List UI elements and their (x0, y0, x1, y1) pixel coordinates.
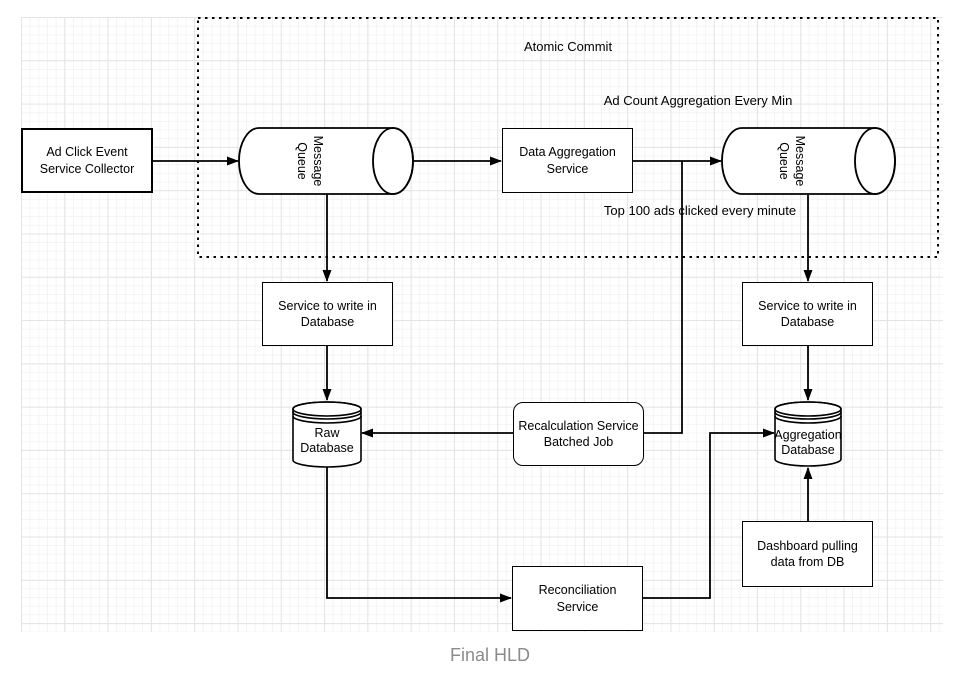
node-label: Service to write in Database (758, 298, 857, 330)
raw-database-cylinder (292, 401, 362, 468)
node-label: Raw Database (300, 425, 354, 455)
atomic-commit-label: Atomic Commit (523, 39, 613, 54)
edge-branch-to-recalculation (644, 161, 683, 434)
node-reconciliation-service: Reconciliation Service (512, 566, 643, 631)
node-label: Message Queue (777, 135, 808, 187)
node-service-to-write-in-database-left: Service to write in Database (262, 282, 393, 346)
node-label: Aggregation Database (774, 427, 842, 457)
node-aggregation-database-label: Aggregation Database (758, 421, 858, 465)
top-100-ads-note: Top 100 ads clicked every minute (603, 203, 797, 218)
node-label: Ad Click Event Service Collector (39, 145, 135, 176)
node-dashboard-pulling-data-from-db: Dashboard pulling data from DB (742, 521, 873, 587)
edge-rawdb-to-reconciliation (326, 467, 512, 603)
ad-count-aggregation-note: Ad Count Aggregation Every Min (603, 93, 793, 108)
node-label: Reconciliation Service (538, 583, 617, 614)
node-service-to-write-in-database-right: Service to write in Database (742, 282, 873, 346)
node-label: Dashboard pulling data from DB (757, 538, 858, 570)
edge-reconciliation-to-aggdb (643, 428, 775, 599)
message-queue-2-cylinder (721, 127, 896, 195)
node-raw-database-label: Raw Database (277, 419, 377, 463)
node-message-queue-2-label: Message Queue (775, 116, 809, 206)
node-label: Recalculation Service Batched Job (518, 418, 639, 450)
message-queue-1-cylinder (238, 127, 414, 195)
node-ad-click-event-service-collector: Ad Click Event Service Collector (21, 128, 153, 193)
node-data-aggregation-service: Data Aggregation Service (502, 128, 633, 193)
node-label: Service to write in Database (278, 298, 377, 330)
aggregation-database-cylinder (774, 401, 842, 467)
node-label: Data Aggregation Service (519, 145, 616, 176)
node-recalculation-service-batched-job: Recalculation Service Batched Job (513, 402, 644, 466)
node-label: Message Queue (295, 135, 326, 187)
node-message-queue-1-label: Message Queue (293, 116, 327, 206)
diagram-caption: Final HLD (449, 645, 531, 665)
